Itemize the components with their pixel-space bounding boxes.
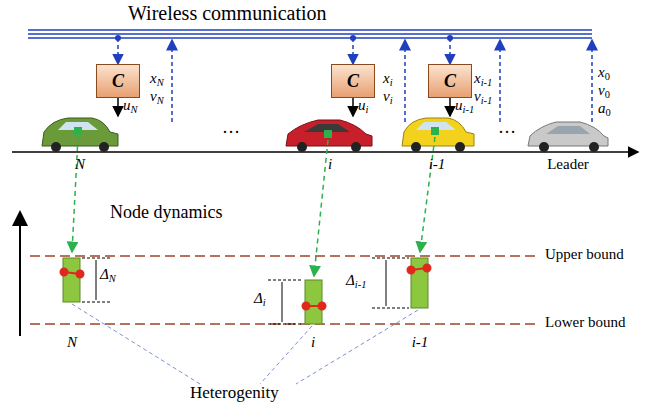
signal-name: ui-1	[455, 97, 474, 115]
text-label: N	[75, 156, 85, 173]
text-label: i	[311, 334, 315, 351]
car	[402, 118, 474, 152]
text-label: Upper bound	[545, 246, 624, 263]
signal-name: v0	[598, 82, 610, 100]
signal-name: xi-1	[474, 70, 492, 88]
text-label: i-1	[412, 334, 429, 351]
signal-name: Δi-1	[346, 272, 366, 290]
car	[528, 122, 608, 152]
text-label: …	[498, 118, 516, 138]
signal-name: xN	[150, 70, 164, 88]
controller-label: C	[444, 71, 456, 92]
signal-name: x0	[598, 64, 610, 82]
signal-name: a0	[598, 100, 611, 118]
signal-name: vi	[383, 88, 393, 106]
car	[286, 120, 372, 152]
signal-name: uN	[123, 97, 138, 115]
text-label: i	[328, 156, 332, 173]
text-label: …	[222, 118, 240, 138]
signal-name: ΔN	[100, 266, 116, 284]
text-label: Leader	[547, 156, 589, 173]
text-label: N	[67, 334, 77, 351]
controller-box: C	[96, 64, 140, 98]
signal-name: vN	[150, 88, 164, 106]
text-label: Heterogenity	[190, 384, 279, 403]
signal-name: ui	[358, 97, 368, 115]
controller-box: C	[428, 64, 472, 98]
text-label: i-1	[429, 156, 446, 173]
controller-label: C	[347, 71, 359, 92]
text-label: Node dynamics	[110, 203, 222, 223]
wireless-bus	[28, 30, 592, 38]
controller-label: C	[112, 71, 124, 92]
controller-box: C	[331, 64, 375, 98]
text-label: Wireless communication	[128, 2, 327, 24]
text-label: Lower bound	[545, 314, 625, 331]
signal-name: vi-1	[474, 88, 492, 106]
car	[42, 118, 118, 152]
signal-name: xi	[383, 70, 393, 88]
signal-name: Δi	[254, 290, 266, 308]
